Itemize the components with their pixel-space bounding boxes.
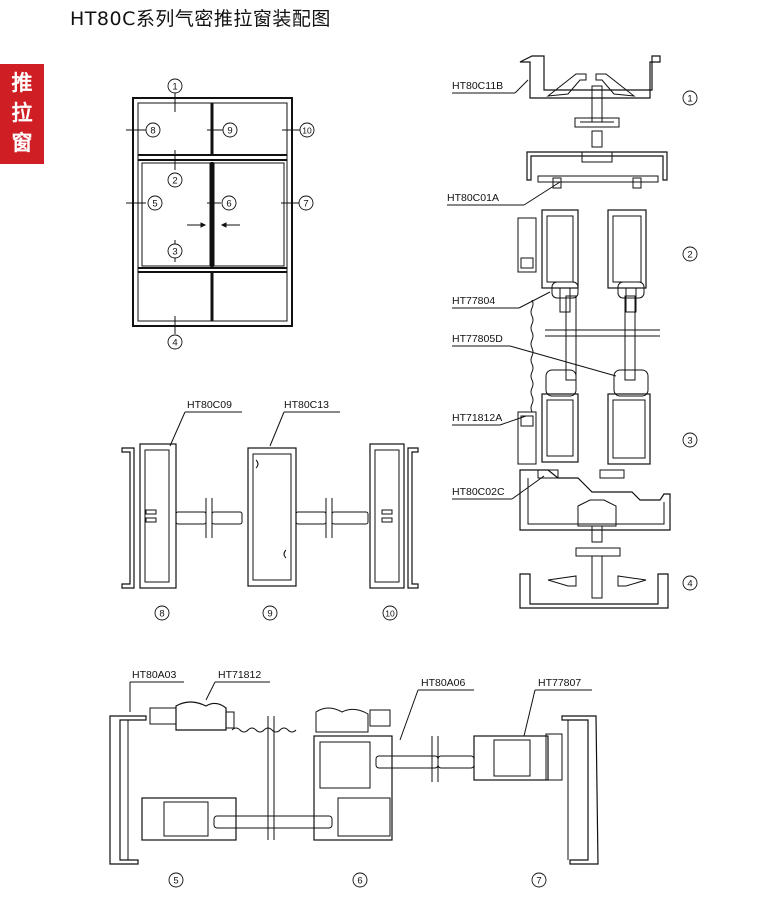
part-label: HT77804 — [452, 295, 495, 307]
marker-number: 6 — [226, 199, 231, 210]
part-label: HT80A03 — [132, 669, 177, 681]
horizontal-section-drawing — [121, 411, 419, 589]
marker-number: 8 — [159, 609, 164, 620]
marker-number: 2 — [687, 250, 692, 261]
marker-number: 4 — [687, 579, 692, 590]
bottom-labels: HT80A03 HT71812 HT80A06 HT77807 — [132, 669, 581, 689]
marker-number: 7 — [536, 876, 541, 887]
part-label: HT71812 — [218, 669, 261, 681]
middle-labels: HT80C09 HT80C13 — [187, 399, 329, 411]
marker-number: 5 — [152, 199, 157, 210]
part-label: HT80C13 — [284, 399, 329, 411]
marker-number: 1 — [687, 94, 692, 105]
sill-section-drawing — [109, 681, 599, 865]
marker-number: 6 — [357, 876, 362, 887]
category-tab-char: 拉 — [11, 101, 33, 125]
part-label: HT77805D — [452, 333, 503, 345]
vertical-section-drawing — [517, 55, 671, 609]
part-label: HT80C02C — [452, 486, 505, 498]
callout-markers — [145, 78, 698, 888]
marker-number: 5 — [173, 876, 178, 887]
callout-numbers: 1 2 3 4 5 6 7 8 9 10 1 2 3 4 8 9 10 5 6 … — [150, 82, 692, 887]
marker-number: 3 — [172, 247, 177, 258]
marker-number: 4 — [172, 338, 177, 349]
right-labels: HT80C11B HT80C01A HT77804 HT77805D HT718… — [447, 80, 505, 498]
part-label: HT80C09 — [187, 399, 232, 411]
part-label: HT71812A — [452, 412, 502, 424]
marker-number: 8 — [150, 126, 155, 137]
marker-number: 10 — [385, 609, 395, 619]
marker-number: 2 — [172, 176, 177, 187]
category-tab-char: 窗 — [11, 131, 33, 155]
marker-number: 10 — [302, 126, 312, 136]
category-tab-char: 推 — [11, 71, 33, 95]
part-label: HT77807 — [538, 677, 581, 689]
right-leaders — [447, 79, 617, 500]
marker-number: 1 — [172, 82, 177, 93]
window-elevation — [126, 92, 300, 334]
page-title: HT80C系列气密推拉窗装配图 — [70, 8, 331, 30]
marker-number: 7 — [303, 199, 308, 210]
marker-number: 9 — [227, 126, 232, 137]
marker-number: 3 — [687, 436, 692, 447]
part-label: HT80C01A — [447, 192, 499, 204]
marker-number: 9 — [267, 609, 272, 620]
category-tab: 推 拉 窗 — [0, 64, 44, 164]
part-label: HT80A06 — [421, 677, 466, 689]
part-label: HT80C11B — [452, 80, 503, 92]
